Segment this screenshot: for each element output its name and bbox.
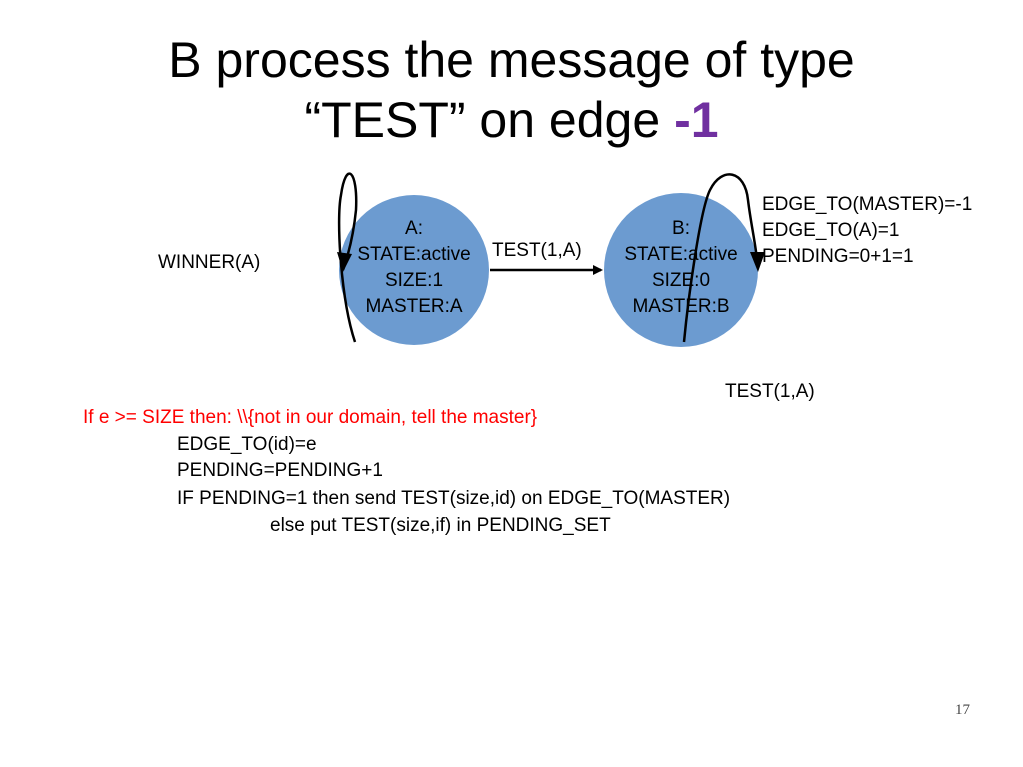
node-a-master: MASTER:A: [365, 296, 463, 317]
b-state-block: EDGE_TO(MASTER)=-1 EDGE_TO(A)=1 PENDING=…: [762, 192, 972, 270]
title-line-1: B process the message of type: [168, 32, 855, 88]
node-b-circle: [604, 193, 758, 347]
slide-title: B process the message of type “TEST” on …: [0, 30, 1023, 150]
b-state-line: EDGE_TO(A)=1: [762, 220, 900, 241]
self-loop-a: [337, 172, 358, 343]
node-a-name: A:: [405, 218, 423, 239]
node-a-state: STATE:active: [357, 244, 471, 265]
node-a-circle: [339, 195, 489, 345]
node-b-master: MASTER:B: [632, 296, 730, 317]
node-b-name: B:: [672, 218, 690, 239]
incoming-message: TEST(1,A): [725, 381, 815, 402]
b-state-line: PENDING=0+1=1: [762, 246, 914, 267]
title-line-2: “TEST” on edge -1: [0, 90, 1023, 150]
node-b-state: STATE:active: [624, 244, 738, 265]
self-loop-b-arrowhead: [750, 252, 765, 272]
page-number: 17: [955, 702, 970, 718]
code-line-5: else put TEST(size,if) in PENDING_SET: [270, 515, 611, 536]
self-loop-a-arrowhead: [337, 252, 352, 272]
code-line-4: IF PENDING=1 then send TEST(size,id) on …: [177, 488, 731, 509]
code-line-2: EDGE_TO(id)=e: [177, 434, 317, 455]
code-line-1: If e >= SIZE then: \\{not in our domain,…: [83, 407, 538, 428]
winner-label: WINNER(A): [158, 252, 261, 273]
node-a-size: SIZE:1: [384, 270, 444, 291]
node-b-label: B: STATE:active SIZE:0 MASTER:B: [604, 216, 758, 320]
b-state-line: EDGE_TO(MASTER)=-1: [762, 194, 973, 215]
self-loop-b: [682, 173, 760, 343]
title-line-2-text: “TEST” on edge: [304, 92, 675, 148]
code-line-3: PENDING=PENDING+1: [177, 460, 383, 481]
node-a-label: A: STATE:active SIZE:1 MASTER:A: [339, 216, 489, 320]
title-highlight: -1: [674, 92, 719, 148]
node-b-size: SIZE:0: [651, 270, 711, 291]
edge-label: TEST(1,A): [492, 240, 582, 261]
